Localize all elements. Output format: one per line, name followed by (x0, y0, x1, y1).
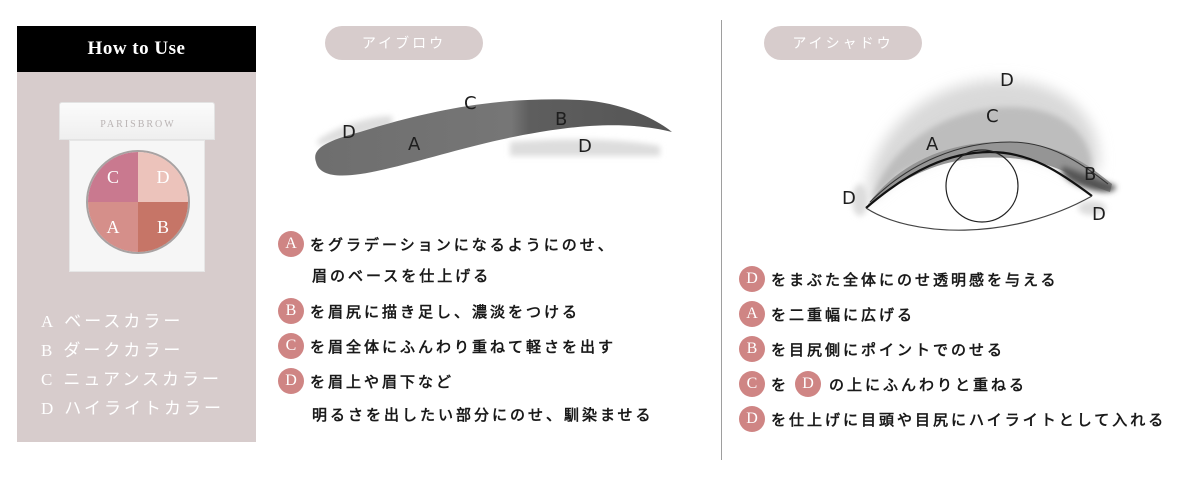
legend-key: A (41, 312, 57, 331)
step-text: を仕上げに目頭や目尻にハイライトとして入れる (771, 410, 1167, 429)
badge-d: D (739, 406, 765, 432)
step-text: を目尻側にポイントでのせる (771, 340, 1006, 359)
eyeshadow-pill: アイシャドウ (764, 26, 922, 60)
eyebrow-step-d: D を眉上や眉下など (278, 368, 454, 394)
quadrant-d: D (138, 152, 188, 202)
badge-a: A (739, 301, 765, 327)
eyeshadow-step-c: C を D の上にふんわりと重ねる (739, 371, 1027, 397)
compact-lid: PARISBROW (59, 102, 215, 140)
eyebrow-step-a-continued: 眉のベースを仕上げる (312, 267, 492, 285)
eyebrow-step-b: B を眉尻に描き足し、濃淡をつける (278, 298, 580, 324)
step-text: を眉全体にふんわり重ねて軽さを出す (310, 337, 617, 356)
badge-b: B (278, 298, 304, 324)
color-legend: A ベースカラー B ダークカラー C ニュアンスカラー D ハイライトカラー (41, 307, 224, 423)
eyeshadow-label-a: A (926, 134, 939, 155)
product-compact-image: PARISBROW C D A B (59, 102, 215, 274)
step-text: の上にふんわりと重ねる (829, 375, 1028, 394)
legend-label: ダークカラー (63, 341, 184, 361)
eyebrow-label-d-left: D (342, 122, 356, 143)
eyeshadow-label-c: C (986, 106, 999, 127)
eyebrow-step-d-continued: 明るさを出したい部分にのせ、馴染ませる (312, 406, 654, 424)
legend-key: B (41, 341, 56, 360)
step-text: を眉尻に描き足し、濃淡をつける (310, 302, 581, 321)
compact-brand: PARISBROW (100, 119, 176, 130)
eyeshadow-label-d-top: D (1000, 70, 1014, 91)
badge-d: D (739, 266, 765, 292)
badge-d: D (795, 371, 822, 397)
legend-item: B ダークカラー (41, 336, 224, 365)
legend-key: C (41, 370, 56, 389)
step-text: をグラデーションになるようにのせ、 (310, 235, 616, 254)
eyebrow-label-a: A (408, 134, 421, 155)
badge-c: C (278, 333, 304, 359)
eyeshadow-step-d-highlight: D を仕上げに目頭や目尻にハイライトとして入れる (739, 406, 1166, 432)
legend-label: ニュアンスカラー (63, 370, 222, 390)
eyeshadow-label-b: B (1084, 164, 1096, 185)
eyeshadow-step-b: B を目尻側にポイントでのせる (739, 336, 1005, 362)
panel-title: How to Use (17, 26, 256, 72)
legend-key: D (41, 399, 57, 418)
eyeshadow-step-d: D をまぶた全体にのせ透明感を与える (739, 266, 1059, 292)
step-text: を眉上や眉下など (310, 372, 455, 391)
badge-d: D (278, 368, 304, 394)
eyebrow-label-b: B (555, 109, 567, 130)
legend-item: D ハイライトカラー (41, 394, 224, 423)
legend-label: ベースカラー (64, 312, 184, 332)
badge-c: C (739, 371, 765, 397)
legend-item: A ベースカラー (41, 307, 224, 336)
legend-label: ハイライトカラー (64, 399, 224, 419)
eyeshadow-diagram: D C A B D D (842, 70, 1116, 231)
palette-pan: C D A B (86, 150, 190, 254)
eyebrow-pill: アイブロウ (325, 26, 483, 60)
step-text: をまぶた全体にのせ透明感を与える (771, 270, 1059, 289)
eyebrow-diagram: D A C B D (315, 93, 672, 176)
quadrant-a: A (88, 202, 138, 252)
how-to-use-panel: How to Use PARISBROW C D A B A ベースカラー B ダー… (17, 26, 256, 442)
eyeshadow-label-d-right: D (1092, 204, 1106, 225)
eyeshadow-step-a: A を二重幅に広げる (739, 301, 915, 327)
badge-a: A (278, 231, 304, 257)
eyebrow-step-a: A をグラデーションになるようにのせ、 (278, 231, 616, 257)
step-text-before: を (771, 375, 790, 394)
eyeshadow-label-d-left: D (842, 188, 856, 209)
eyebrow-step-c: C を眉全体にふんわり重ねて軽さを出す (278, 333, 616, 359)
badge-b: B (739, 336, 765, 362)
quadrant-b: B (138, 202, 188, 252)
eyebrow-label-c: C (464, 93, 477, 114)
section-divider (721, 20, 722, 460)
step-text: を二重幅に広げる (771, 305, 916, 324)
legend-item: C ニュアンスカラー (41, 365, 224, 394)
quadrant-c: C (88, 152, 138, 202)
eyebrow-label-d-right: D (578, 136, 592, 157)
